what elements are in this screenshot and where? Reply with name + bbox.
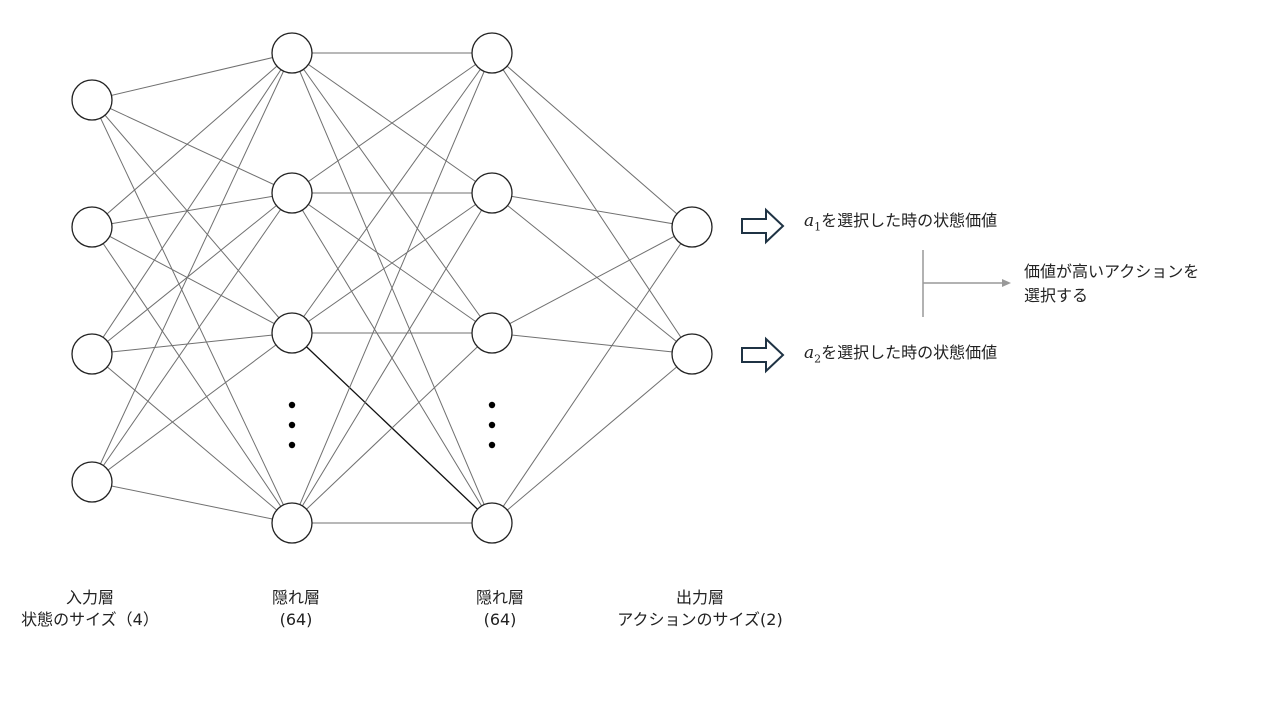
ellipsis-dot bbox=[488, 441, 496, 449]
layer-caption-input: 入力層 状態のサイズ（4） bbox=[0, 587, 180, 631]
output-symbol-letter: a bbox=[804, 343, 815, 363]
neuron-node bbox=[471, 312, 513, 354]
ellipsis-dots bbox=[288, 401, 496, 449]
connection-edge bbox=[91, 52, 293, 228]
connection-edge bbox=[91, 481, 293, 524]
neuron-node bbox=[671, 206, 713, 248]
connection-edge bbox=[91, 192, 293, 228]
neuron-node bbox=[71, 206, 113, 248]
ellipsis-dot bbox=[288, 421, 296, 429]
ellipsis-dot bbox=[488, 401, 496, 409]
layer-subtitle: 状態のサイズ（4） bbox=[21, 610, 159, 629]
neuron-node bbox=[271, 502, 313, 544]
neuron-node bbox=[71, 79, 113, 121]
connection-edge bbox=[491, 226, 693, 524]
output-text: を選択した時の状態価値 bbox=[821, 211, 998, 230]
layer-subtitle: (64) bbox=[483, 610, 517, 629]
output-label-1: a1を選択した時の状態価値 bbox=[804, 210, 997, 238]
output-text: を選択した時の状態価値 bbox=[821, 343, 998, 362]
output-symbol-index: 1 bbox=[814, 220, 822, 234]
connection-edge bbox=[291, 192, 493, 334]
connection-edge bbox=[91, 99, 293, 334]
connection-edge bbox=[91, 192, 293, 483]
connection-edge bbox=[291, 192, 493, 524]
layer-subtitle: アクションのサイズ(2) bbox=[617, 610, 783, 629]
connection-edge bbox=[291, 52, 493, 194]
connection-edge bbox=[491, 52, 693, 228]
connection-edge bbox=[491, 226, 693, 334]
connection-edge bbox=[291, 52, 493, 524]
connection-edge bbox=[291, 332, 493, 524]
layer-subtitle: (64) bbox=[279, 610, 313, 629]
layer-title: 入力層 bbox=[65, 588, 114, 607]
selection-arrowhead-icon bbox=[1002, 279, 1011, 287]
connection-edge bbox=[491, 192, 693, 355]
selection-connector bbox=[922, 250, 1011, 317]
connection-edge bbox=[491, 192, 693, 228]
neuron-node bbox=[471, 32, 513, 74]
output-arrow-1-icon bbox=[741, 207, 785, 245]
connection-edge bbox=[91, 52, 293, 355]
output-arrow-2-icon bbox=[741, 336, 785, 374]
layer-caption-hidden-2: 隠れ層 (64) bbox=[420, 587, 580, 631]
connection-edge bbox=[91, 332, 293, 483]
connection-edge bbox=[91, 192, 293, 355]
ellipsis-dot bbox=[488, 421, 496, 429]
connection-edge bbox=[91, 353, 293, 524]
layer-title: 出力層 bbox=[675, 588, 724, 607]
output-symbol-2: a2 bbox=[804, 343, 822, 366]
neuron-node bbox=[271, 32, 313, 74]
output-label-2: a2を選択した時の状態価値 bbox=[804, 342, 997, 370]
connection-edge bbox=[491, 353, 693, 524]
ellipsis-dot bbox=[288, 401, 296, 409]
layer-title: 隠れ層 bbox=[271, 588, 320, 607]
connection-edge bbox=[91, 226, 293, 334]
connection-edge bbox=[491, 332, 693, 355]
layer-title: 隠れ層 bbox=[475, 588, 524, 607]
selection-note-line1: 価値が高いアクションを bbox=[1024, 262, 1200, 281]
neuron-node bbox=[271, 312, 313, 354]
output-symbol-1: a1 bbox=[804, 211, 822, 234]
connection-edge bbox=[91, 332, 293, 355]
connections bbox=[91, 52, 693, 524]
neuron-node bbox=[471, 502, 513, 544]
layer-caption-output: 出力層 アクションのサイズ(2) bbox=[590, 587, 810, 631]
connection-edge bbox=[91, 52, 293, 101]
layer-caption-hidden-1: 隠れ層 (64) bbox=[216, 587, 376, 631]
output-symbol-letter: a bbox=[804, 211, 815, 231]
neuron-node bbox=[71, 333, 113, 375]
neuron-node bbox=[471, 172, 513, 214]
output-symbol-index: 2 bbox=[814, 352, 822, 366]
selection-note-line2: 選択する bbox=[1024, 286, 1089, 305]
selection-note: 価値が高いアクションを 選択する bbox=[1024, 260, 1199, 308]
neuron-node bbox=[71, 461, 113, 503]
connection-edge bbox=[91, 52, 293, 483]
neurons bbox=[71, 32, 713, 544]
connection-edge bbox=[91, 226, 293, 524]
neuron-node bbox=[271, 172, 313, 214]
connection-edge bbox=[491, 52, 693, 355]
ellipsis-dot bbox=[288, 441, 296, 449]
connection-edge bbox=[91, 99, 293, 194]
connection-edge bbox=[291, 52, 493, 334]
connection-edge bbox=[91, 99, 293, 524]
neuron-node bbox=[671, 333, 713, 375]
